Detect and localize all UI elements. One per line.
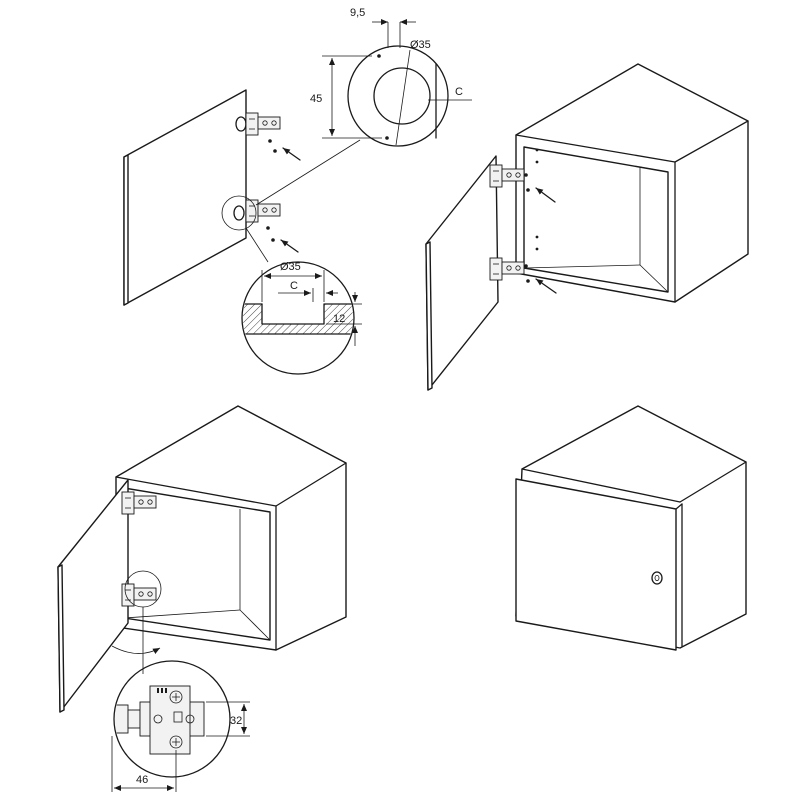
hinge-dim-32-label: 32 <box>230 715 242 727</box>
step2-open-door <box>425 155 499 391</box>
hinge-plate-detail: 32 46 <box>111 660 250 792</box>
step4-finished-cabinet <box>515 405 747 651</box>
dim-diameter-35-label: Ø35 <box>410 39 431 51</box>
step2-hinge-upper <box>489 164 556 203</box>
step3-open-door <box>57 479 129 713</box>
step3-cabinet <box>115 405 347 651</box>
hinge-dim-46-label: 46 <box>136 774 148 786</box>
section-dim-12-label: 12 <box>333 313 345 325</box>
section-dim-diameter-label: Ø35 <box>280 261 301 273</box>
step1-hinge-lower <box>245 199 299 253</box>
dim-45-label: 45 <box>310 93 322 105</box>
dim-c-label: C <box>455 86 463 98</box>
step1-door-panel <box>123 89 247 306</box>
door-lock-icon <box>651 571 663 585</box>
section-detail-cup-depth: Ø35 C 12 <box>241 261 362 375</box>
step2-cabinet <box>515 63 749 303</box>
top-detail-cup-position: 9,5 45 Ø35 C <box>310 7 472 147</box>
dim-9-5-label: 9,5 <box>350 7 365 19</box>
diameter-leader-line <box>395 49 411 146</box>
lower-hinge-focus-circle <box>221 195 257 231</box>
door-swing-arrow <box>111 645 161 654</box>
hinge-cup-hole-lower <box>233 205 245 221</box>
section-dim-c-label: C <box>290 280 298 292</box>
step2-hinge-lower <box>489 257 557 294</box>
step1-hinge-upper <box>245 112 301 161</box>
step4-closed-door <box>515 478 677 651</box>
